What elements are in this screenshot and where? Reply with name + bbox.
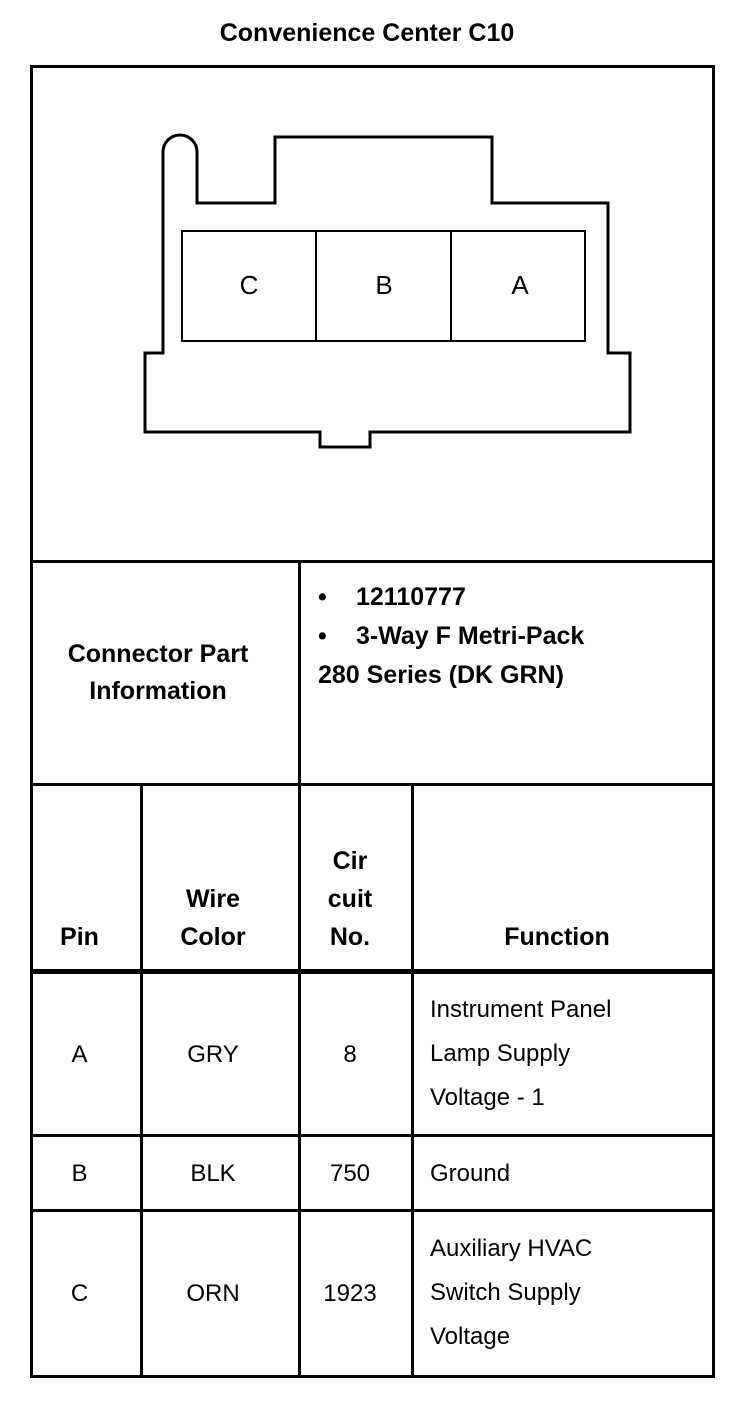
header-wire-color-line2: Color	[180, 923, 246, 951]
row-a-function-line3: Voltage - 1	[430, 1084, 545, 1111]
header-circuit-line2: cuit	[327, 885, 373, 913]
row-divider-a	[30, 1134, 715, 1137]
connector-type: 3-Way F Metri-Pack	[356, 622, 585, 650]
bottom-border	[30, 1375, 715, 1378]
page-title: Convenience Center C10	[219, 19, 515, 47]
part-info-column-divider	[298, 560, 301, 1378]
header-wire-color-line1: Wire	[186, 885, 240, 913]
row-c-function-line2: Switch Supply	[430, 1279, 581, 1306]
bullet-icon: •	[318, 622, 327, 650]
row-b-pin: B	[71, 1160, 88, 1187]
connector-outline	[143, 133, 632, 449]
cavity-label-b: B	[375, 270, 392, 300]
row-b-function-line1: Ground	[430, 1160, 511, 1187]
part-info-divider	[30, 783, 715, 786]
header-wire-color: Wire Color	[143, 880, 283, 956]
row-b-function: Ground	[430, 1152, 510, 1196]
row-a-circuit: 8	[343, 1041, 357, 1068]
left-border	[30, 65, 33, 1378]
row-a-function-line1: Instrument Panel	[430, 996, 612, 1023]
row-a-function: Instrument Panel Lamp Supply Voltage - 1	[430, 988, 611, 1120]
connector-part-info-list: • 12110777 • 3-Way F Metri-Pack 280 Seri…	[318, 578, 708, 695]
cavity-label-a: A	[511, 270, 529, 300]
row-a-pin: A	[71, 1041, 88, 1068]
row-c-function-line3: Voltage	[430, 1323, 511, 1350]
part-info-label-line2: Information	[89, 677, 227, 705]
row-b-wire-color: BLK	[190, 1160, 236, 1187]
row-c-pin: C	[70, 1280, 89, 1307]
connector-part-info-label: Connector Part Information	[34, 636, 282, 710]
diagram-divider	[30, 560, 715, 563]
row-c-function: Auxiliary HVAC Switch Supply Voltage	[430, 1227, 592, 1359]
row-a-wire-color: GRY	[187, 1041, 239, 1068]
header-circuit-line3: No.	[329, 923, 371, 951]
right-border	[712, 65, 715, 1378]
part-number-item: • 12110777	[318, 578, 708, 617]
circuit-column-divider	[411, 783, 414, 1378]
row-a-function-line2: Lamp Supply	[430, 1040, 571, 1067]
header-divider	[30, 969, 715, 974]
cavity-label-c: C	[240, 270, 259, 300]
connector-face-diagram: C B A	[143, 133, 632, 449]
bullet-icon: •	[318, 583, 327, 611]
row-divider-b	[30, 1209, 715, 1212]
top-border	[30, 65, 715, 68]
connector-series: 280 Series (DK GRN)	[318, 661, 564, 689]
row-c-wire-color: ORN	[186, 1280, 240, 1307]
header-circuit-number: Cir cuit No.	[301, 842, 399, 956]
row-c-function-line1: Auxiliary HVAC	[430, 1235, 593, 1262]
row-b-circuit: 750	[329, 1160, 371, 1187]
cavity-block	[181, 230, 586, 342]
pin-column-divider	[140, 783, 143, 1378]
connector-type-item: • 3-Way F Metri-Pack	[318, 617, 708, 656]
header-circuit-line1: Cir	[332, 847, 368, 875]
part-number: 12110777	[356, 583, 466, 611]
header-function: Function	[504, 923, 610, 951]
header-pin: Pin	[60, 923, 99, 951]
row-c-circuit: 1923	[323, 1280, 377, 1307]
part-info-label-line1: Connector Part	[67, 640, 249, 668]
